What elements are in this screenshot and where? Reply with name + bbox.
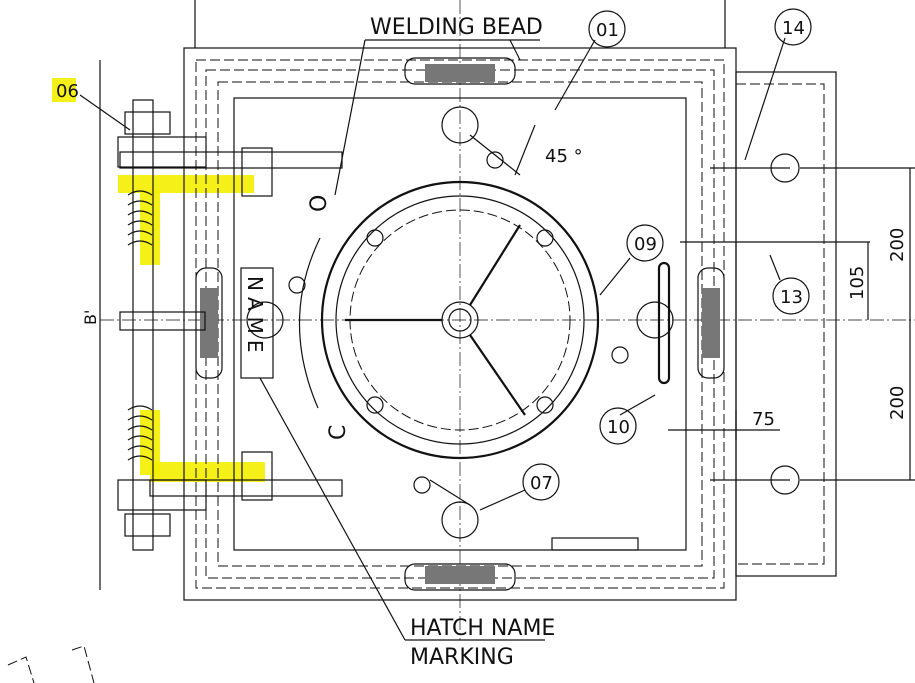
svg-text:01: 01 [596, 20, 619, 41]
balloon-13: 13 [772, 277, 810, 315]
dim-200-bottom: 200 [887, 386, 908, 420]
b-prime-label: B' [81, 310, 100, 325]
open-label: O [307, 195, 332, 212]
name-plate [240, 267, 274, 379]
svg-text:06: 06 [56, 81, 79, 102]
highlight-top-spring [118, 175, 254, 193]
balloon-07: 07 [522, 463, 560, 501]
dogs [195, 57, 725, 591]
highlight-06 [52, 78, 76, 102]
balloon-14: 14 [774, 8, 812, 46]
dim-105: 105 [847, 266, 868, 300]
marking-label: MARKING [410, 645, 514, 670]
hinge-assembly [117, 99, 343, 551]
hatch-frame [183, 0, 837, 601]
balloon-09: 09 [626, 224, 664, 262]
highlight-top-spring-v [140, 190, 160, 265]
svg-text:13: 13 [780, 287, 803, 308]
svg-text:07: 07 [530, 473, 553, 494]
angle-label: 45 ° [545, 146, 583, 167]
hatch-wheel [320, 180, 600, 460]
svg-text:09: 09 [634, 234, 657, 255]
name-plate-text: NAME [243, 276, 267, 359]
balloon-10: 10 [599, 407, 637, 445]
dim-75: 75 [752, 409, 775, 430]
close-label: C [326, 425, 351, 440]
svg-text:14: 14 [782, 18, 805, 39]
hatch-name-label: HATCH NAME [410, 616, 555, 641]
svg-text:10: 10 [607, 417, 630, 438]
dim-200-top: 200 [887, 228, 908, 262]
balloon-01: 01 [588, 10, 626, 48]
welding-bead-label: WELDING BEAD [370, 15, 543, 40]
highlight-bottom-spring [150, 462, 265, 482]
balloon-06: 06 [56, 81, 79, 102]
